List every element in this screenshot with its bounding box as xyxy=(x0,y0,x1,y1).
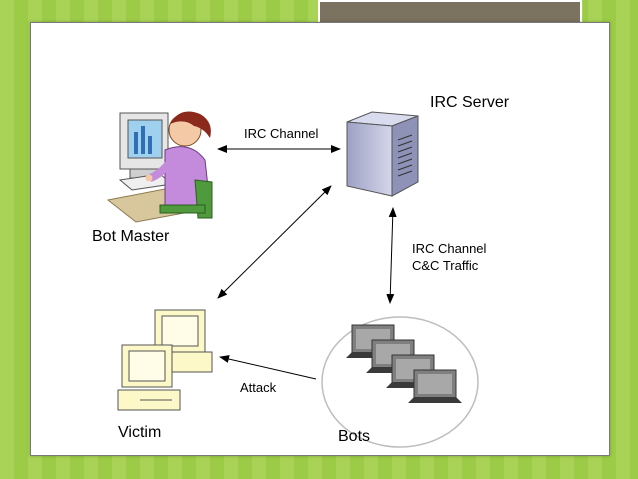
bot-master-label: Bot Master xyxy=(92,228,170,245)
edge-server-bots xyxy=(386,207,397,304)
victim-label: Victim xyxy=(118,424,162,441)
bots-cluster-icon xyxy=(321,316,479,448)
attack-edge-label: Attack xyxy=(240,380,277,395)
bot-master-icon xyxy=(106,111,213,223)
victim-computers-icon xyxy=(117,309,213,411)
server-bots-edge-label-2: C&C Traffic xyxy=(412,258,479,273)
master-server-edge-label: IRC Channel xyxy=(244,126,319,141)
bot-laptop xyxy=(408,369,462,403)
server-bots-edge-label-1: IRC Channel xyxy=(412,241,487,256)
edge-bots-victim xyxy=(219,355,317,380)
irc-server-icon xyxy=(346,111,419,197)
irc-server-label: IRC Server xyxy=(430,94,510,111)
edge-server-victim xyxy=(217,185,332,299)
bots-label: Bots xyxy=(338,428,371,445)
